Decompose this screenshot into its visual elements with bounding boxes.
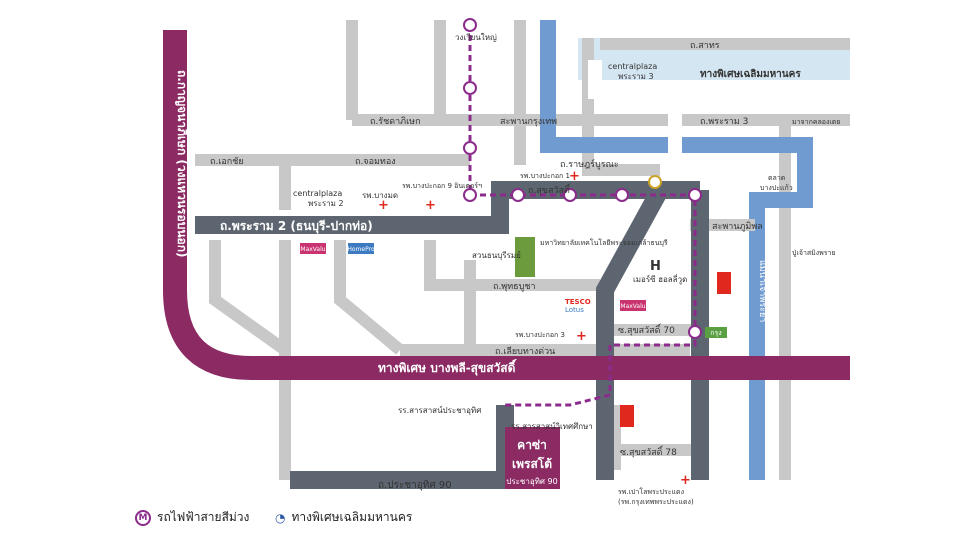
label-kanchana: ถ.กาญจนาภิเษก (วงแหวนรอบนอก) bbox=[175, 70, 189, 258]
hospital-icon: + bbox=[576, 329, 587, 344]
label-phutthabucha: ถ.พุทธบูชา bbox=[493, 282, 536, 292]
label-university: มหาวิทยาลัยเทคโนโลยีพระจอมเกล้าธนบุรี bbox=[540, 238, 668, 247]
road-suksawat bbox=[596, 185, 668, 480]
label-tesco: TESCO bbox=[565, 298, 591, 306]
label-expressway-bangphli: ทางพิเศษ บางพลี-สุขสวัสดิ์ bbox=[378, 359, 517, 376]
bigc-icon-2 bbox=[620, 405, 634, 427]
maxvalu-icon-2 bbox=[620, 300, 646, 311]
mrt-station-icon bbox=[463, 18, 477, 32]
label-bangpakok3: รพ.บางปะกอก 3 bbox=[515, 331, 565, 339]
label-river: แม่น้ำเจ้าพระยา bbox=[757, 260, 770, 322]
mrt-purple-line bbox=[468, 25, 697, 407]
hospital-icon: + bbox=[425, 198, 436, 213]
mrt-station-icon bbox=[463, 188, 477, 202]
label-ratchadaphisek: ถ.รัชดาภิเษก bbox=[370, 116, 421, 127]
expressways bbox=[163, 30, 850, 381]
label-rama2: ถ.พระราม 2 (ธนบุรี-ปากท่อ) bbox=[220, 219, 373, 234]
label-hospital-prapradaeng-2: (รพ.กรุงเทพพระประแดง) bbox=[618, 498, 694, 506]
mrt-station-icon bbox=[563, 188, 577, 202]
label-school2: รร.สารสาสน์วิเทศศึกษา bbox=[511, 421, 593, 431]
mrt-station-icon bbox=[615, 188, 629, 202]
label-rama3: ถ.พระราม 3 bbox=[700, 117, 748, 127]
label-bangpakok1: รพ.บางปะกอก 1 bbox=[520, 172, 570, 180]
hospital-icon: + bbox=[378, 198, 389, 213]
label-from-klongtoei: มาจากคลองเตย bbox=[792, 118, 840, 126]
label-park: สวนธนบุรีรมย์ bbox=[472, 250, 521, 260]
mrt-station-icon bbox=[463, 141, 477, 155]
maxvalu-label-2: MaxValu bbox=[620, 303, 645, 310]
klung-label: กรุง bbox=[710, 329, 721, 337]
label-central-rama2: centralplaza bbox=[293, 189, 342, 198]
park-area bbox=[515, 237, 535, 277]
legend-mrt: M รถไฟฟ้าสายสีม่วง bbox=[135, 508, 249, 527]
hospital-icons: + + + + + bbox=[378, 169, 691, 488]
label-school1: รร.สารสาสน์ประชาอุทิศ bbox=[398, 405, 481, 415]
mrt-stations bbox=[463, 18, 702, 339]
label-talat: ตลาด bbox=[768, 174, 785, 182]
project-sub: ประชาอุทิศ 90 bbox=[506, 477, 557, 486]
label-hospital-prapradaeng: รพ.เปาโลพระประแดง bbox=[618, 487, 684, 496]
label-lotus: Lotus bbox=[565, 306, 584, 314]
project-name-2: เพรสโต้ bbox=[512, 456, 552, 471]
hospital-h-icon: H bbox=[650, 259, 661, 274]
maxvalu-icon bbox=[300, 243, 326, 254]
label-ratburana: ถ.ราษฎร์บูรณะ bbox=[560, 158, 619, 170]
hospital-icon: + bbox=[569, 169, 580, 184]
road-rama2 bbox=[195, 181, 700, 234]
label-expressway: ทางพิเศษเฉลิมมหานคร bbox=[700, 68, 801, 80]
road-phutthabucha bbox=[424, 240, 600, 291]
label-suksawat: ถ.สุขสวัสดิ์ bbox=[528, 183, 571, 196]
mrt-station-icon bbox=[688, 325, 702, 339]
label-chomthong: ถ.จอมทอง bbox=[355, 157, 396, 167]
legend-expressway: ◔ ทางพิเศษเฉลิมมหานคร bbox=[275, 508, 412, 527]
homepro-label: HomePro bbox=[347, 246, 375, 253]
label-central-rama3: centralplaza bbox=[608, 62, 657, 71]
legend-mrt-label: รถไฟฟ้าสายสีม่วง bbox=[157, 510, 250, 524]
mrt-station-icon bbox=[688, 188, 702, 202]
chao-phraya-river bbox=[540, 20, 813, 480]
mrt-station-icon bbox=[511, 188, 525, 202]
project-marker bbox=[505, 427, 560, 489]
label-bangpakok9: รพ.บางปะกอก 9 อินเตอร์ฯ bbox=[402, 182, 482, 190]
mrt-station-icon bbox=[463, 81, 477, 95]
interchange-station-icon bbox=[648, 175, 662, 189]
expressway-kanchana bbox=[163, 30, 850, 381]
label-krungthep-bridge: สะพานกรุงเทพ bbox=[500, 117, 557, 127]
mrt-icon: M bbox=[135, 509, 151, 526]
label-wongwian: วงเวียนใหญ่ bbox=[455, 33, 497, 42]
klung-icon bbox=[705, 327, 727, 338]
label-talat-2: บางปะแก้ว bbox=[760, 184, 793, 192]
label-mercure: เมอร์ซี ฮอลลี่วูด bbox=[633, 273, 687, 285]
road-bangkradi bbox=[209, 240, 289, 355]
label-suksawat78: ซ.สุขสวัสดิ์ 78 bbox=[620, 445, 677, 458]
label-liap-thang-duan: ถ.เลียบทางด่วน bbox=[495, 346, 555, 357]
label-central-rama2-sub: พระราม 2 bbox=[308, 199, 344, 208]
hospital-icon: + bbox=[680, 473, 691, 488]
bigc-icon bbox=[717, 272, 731, 294]
label-bangmod-hosp: รพ.บางมด bbox=[362, 191, 398, 200]
label-pracha-uthit-90: ถ.ประชาอุทิศ 90 bbox=[378, 480, 452, 491]
label-central-rama3-sub: พระราม 3 bbox=[618, 72, 654, 81]
maxvalu-label: MaxValu bbox=[300, 246, 325, 253]
label-ekkachai: ถ.เอกชัย bbox=[210, 157, 244, 167]
road-thakham bbox=[334, 240, 404, 355]
label-sathon: ถ.สาทร bbox=[690, 41, 720, 51]
project-name-1: คาซ่า bbox=[517, 438, 547, 452]
label-suksawat70: ซ.สุขสวัสดิ์ 70 bbox=[618, 323, 675, 336]
homepro-icon bbox=[348, 243, 374, 254]
legend-expressway-label: ทางพิเศษเฉลิมมหานคร bbox=[291, 510, 413, 524]
label-poochao: ปู่เจ้าสมิงพราย bbox=[792, 249, 836, 257]
expressway-icon: ◔ bbox=[275, 510, 286, 525]
label-bhumibol: สะพานภูมิพล bbox=[712, 221, 763, 232]
